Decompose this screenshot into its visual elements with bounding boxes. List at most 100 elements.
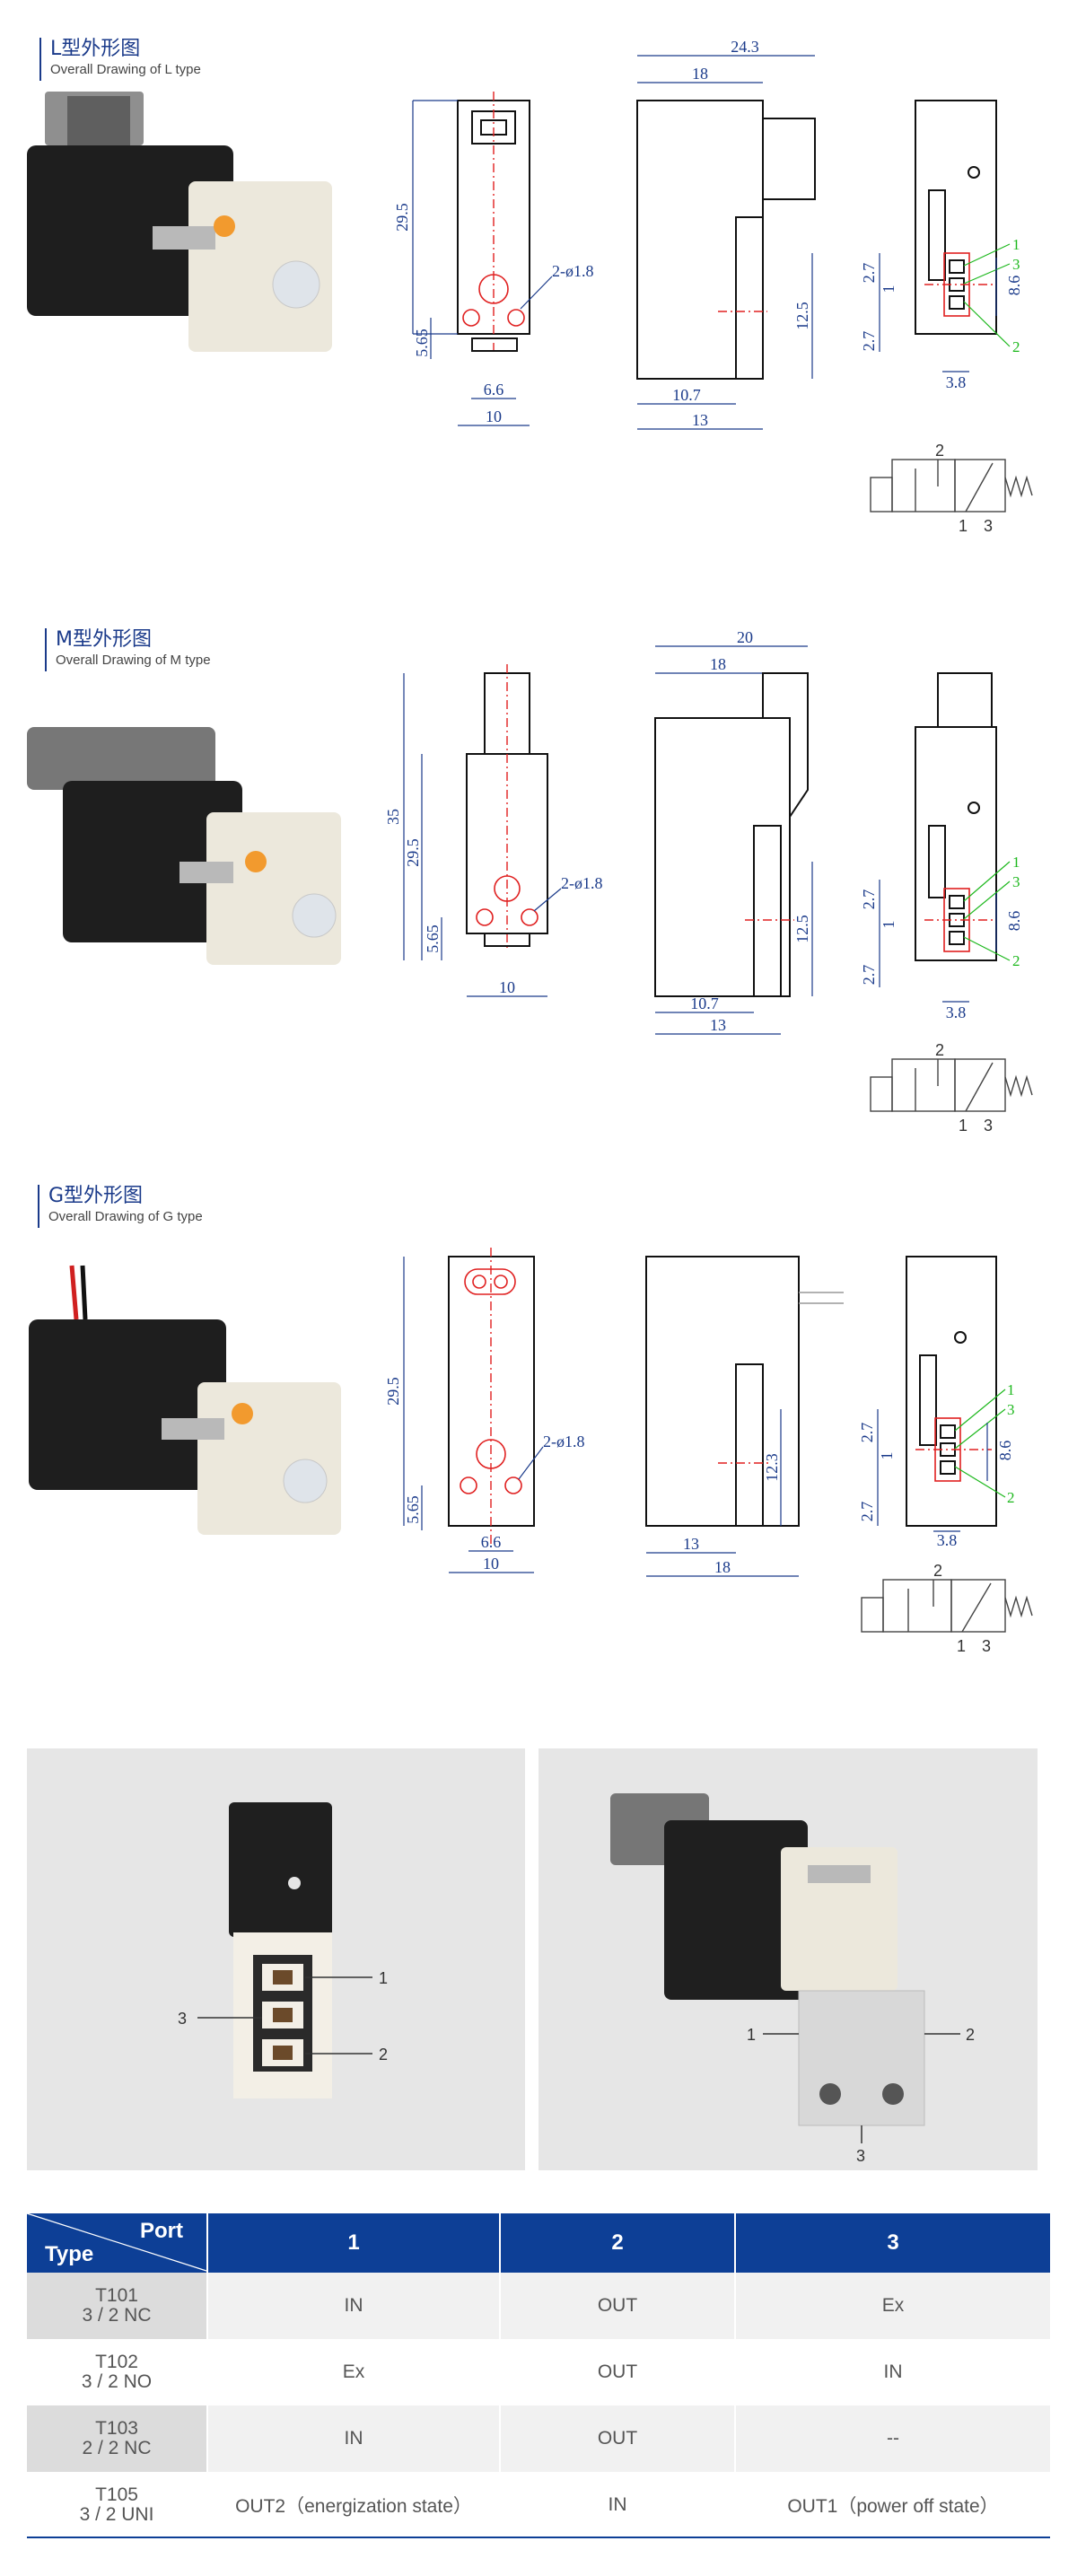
dim-width: 10 — [499, 978, 515, 996]
side-view-m: 20 18 12.5 10.7 13 — [654, 628, 813, 1035]
dim-e: 3.8 — [946, 1003, 967, 1021]
side-view-g: 12.3 13 18 — [645, 1256, 844, 1577]
port-cell: OUT — [500, 2339, 736, 2405]
dim-body: 18 — [710, 655, 726, 673]
section-title: G型外形图 Overall Drawing of G type — [38, 1185, 203, 1228]
dim-total: 24.3 — [731, 38, 759, 56]
dim-width: 10 — [483, 1555, 499, 1573]
dim-b: 1 — [880, 921, 898, 929]
dim-body: 18 — [692, 65, 708, 83]
dim-a: 2.7 — [858, 1423, 876, 1443]
section-l-type: L型外形图 Overall Drawing of L type 29.5 5.6… — [0, 38, 1077, 576]
dim-b: 1 — [880, 285, 898, 294]
dim-a: 2.7 — [860, 263, 878, 284]
dim-d: 8.6 — [1005, 276, 1023, 296]
dim-total: 20 — [737, 628, 753, 646]
dim-height: 12.3 — [763, 1453, 781, 1482]
photo-port-2: 2 — [379, 2046, 388, 2063]
dim-e: 3.8 — [946, 373, 967, 391]
port-label: 3 — [1007, 1401, 1015, 1418]
type-code: T105 — [95, 2484, 138, 2505]
table-bottom-rule — [27, 2537, 1050, 2538]
table-corner: Port Type — [26, 2212, 208, 2273]
section-title: M型外形图 Overall Drawing of M type — [45, 628, 211, 671]
title-en: Overall Drawing of M type — [56, 653, 211, 668]
port-label: 1 — [1012, 854, 1020, 871]
dim-base1: 13 — [683, 1535, 699, 1553]
type-sub: 2 / 2 NC — [82, 2438, 152, 2458]
title-cn: M型外形图 — [56, 628, 152, 651]
port-cell: IN — [207, 2273, 501, 2339]
section-m-type: M型外形图 Overall Drawing of M type 35 29.5 … — [0, 628, 1077, 1167]
valve-symbol-l: 2 1 3 — [870, 442, 1033, 535]
type-sub: 3 / 2 NO — [81, 2371, 153, 2392]
port-label: 2 — [1007, 1489, 1015, 1506]
end-view-m: 1 3 2 2.7 1 2.7 8.6 3.8 — [860, 672, 1023, 1021]
table-header-cell: 2 — [500, 2213, 736, 2273]
port-label: 2 — [1012, 952, 1020, 969]
dim-c: 2.7 — [860, 331, 878, 352]
port-label: 3 — [1012, 873, 1020, 890]
port-cell: OUT1（power off state） — [735, 2472, 1050, 2538]
port-cell: -- — [735, 2405, 1050, 2472]
dim-base1: 10.7 — [672, 386, 701, 404]
symbol-port-3: 3 — [982, 1637, 991, 1655]
dim-c: 2.7 — [860, 965, 878, 986]
table-header-cell: 3 — [735, 2213, 1050, 2273]
photo-port-1: 1 — [379, 1969, 388, 1987]
title-cn: L型外形图 — [50, 38, 141, 60]
corner-type-label: Type — [45, 2242, 94, 2266]
valve-symbol-g: 2 1 3 — [861, 1562, 1033, 1655]
dim-d: 8.6 — [1005, 911, 1023, 932]
dim-height: 29.5 — [404, 838, 422, 867]
title-en: Overall Drawing of L type — [50, 62, 201, 77]
valve-symbol-m: 2 1 3 — [870, 1041, 1033, 1135]
symbol-port-3: 3 — [984, 1117, 993, 1135]
port-cell: IN — [207, 2405, 501, 2472]
symbol-port-3: 3 — [984, 517, 993, 535]
port-cell: IN — [500, 2472, 736, 2538]
dim-a: 2.7 — [860, 889, 878, 910]
dim-e: 3.8 — [937, 1531, 958, 1549]
dim-hole: 2-ø1.8 — [561, 874, 603, 892]
section-title: L型外形图 Overall Drawing of L type — [39, 38, 201, 81]
dim-inner: 6.6 — [481, 1533, 502, 1551]
product-photo-m — [27, 727, 341, 965]
port-cell: Ex — [207, 2339, 501, 2405]
photo-ports-front: 1 2 3 — [27, 1748, 525, 2170]
product-photo-g — [29, 1265, 341, 1535]
corner-port-label: Port — [140, 2219, 183, 2243]
dim-d: 8.6 — [996, 1441, 1014, 1461]
photo-port-3: 3 — [178, 2010, 187, 2028]
port-label: 3 — [1012, 256, 1020, 273]
photo-ports-side: 1 2 3 — [538, 1748, 1038, 2170]
dim-height: 12.5 — [793, 915, 811, 943]
symbol-port-1: 1 — [959, 1117, 968, 1135]
front-view-m: 35 29.5 5.65 2-ø1.8 10 — [384, 664, 603, 997]
table-header-cell: 1 — [207, 2213, 501, 2273]
port-cell: Ex — [735, 2273, 1050, 2339]
symbol-port-2: 2 — [933, 1562, 942, 1580]
product-photo-l — [27, 92, 332, 352]
section-g-type: G型外形图 Overall Drawing of G type 29.5 5.6… — [0, 1185, 1077, 1723]
front-view-g: 29.5 5.65 2-ø1.8 6.6 10 — [384, 1248, 585, 1573]
dim-base2: 13 — [692, 411, 708, 429]
dim-bottom: 5.65 — [404, 1495, 422, 1524]
symbol-port-1: 1 — [957, 1637, 966, 1655]
table-header-row: Port Type 1 2 3 — [26, 2212, 1050, 2273]
dim-total-height: 35 — [384, 809, 402, 825]
port-label: 1 — [1007, 1381, 1015, 1398]
photo-port-1: 1 — [747, 2026, 756, 2044]
side-view-l: 24.3 18 12.5 10.7 13 — [636, 38, 816, 430]
dim-height: 12.5 — [793, 302, 811, 330]
type-sub: 3 / 2 NC — [82, 2305, 152, 2326]
dim-base2: 18 — [714, 1558, 731, 1576]
